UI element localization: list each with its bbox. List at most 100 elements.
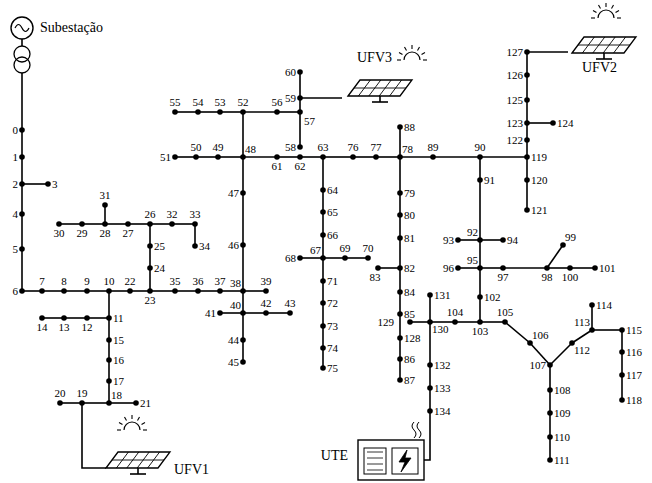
bus-number: 34 xyxy=(199,241,210,252)
bus-dot xyxy=(544,265,550,271)
feeder-line xyxy=(549,413,551,437)
bus-dot xyxy=(133,400,139,406)
feeder-line xyxy=(175,290,198,292)
bus-number: 133 xyxy=(434,383,451,394)
bus-dot xyxy=(397,124,403,130)
feeder-line xyxy=(480,239,503,241)
pv-stand xyxy=(137,468,139,474)
bus-number: 37 xyxy=(215,276,226,287)
bus-number: 125 xyxy=(507,95,524,106)
feeder-line xyxy=(549,365,551,390)
bus-dot xyxy=(240,359,246,365)
bus-dot xyxy=(19,154,25,160)
sun-ray xyxy=(405,47,407,50)
feeder-line xyxy=(503,267,547,269)
feeder-line xyxy=(322,157,324,190)
exhaust-icon xyxy=(412,422,421,438)
bus-number: 128 xyxy=(404,333,421,344)
bus-number: 8 xyxy=(61,276,67,287)
bus-dot xyxy=(106,357,112,363)
feeder-line xyxy=(175,156,196,158)
bus-number: 67 xyxy=(310,245,321,256)
sun-icon xyxy=(124,422,140,430)
bus-number: 52 xyxy=(238,97,249,108)
bus-number: 91 xyxy=(484,175,495,186)
bus-dot xyxy=(500,265,506,271)
bus-number: 24 xyxy=(154,263,165,274)
sun-ray xyxy=(411,45,412,49)
bus-dot xyxy=(19,246,25,252)
bus-dot xyxy=(106,315,112,321)
feeder-line xyxy=(220,111,243,113)
feeder-line xyxy=(21,130,23,157)
bus-number: 9 xyxy=(84,276,90,287)
bus-dot xyxy=(217,109,223,115)
feeder-line xyxy=(300,257,323,259)
feeder-line xyxy=(82,402,109,404)
bus-number: 134 xyxy=(434,406,451,417)
bus-number: 63 xyxy=(318,142,329,153)
bus-number: 55 xyxy=(170,97,181,108)
bus-number: 70 xyxy=(363,243,374,254)
feeder-line xyxy=(322,258,324,281)
feeder-line xyxy=(526,157,528,180)
bus-dot xyxy=(397,377,403,383)
bus-dot xyxy=(19,288,25,294)
feeder-line xyxy=(220,290,243,292)
feeder-line xyxy=(621,375,623,400)
pv-cell xyxy=(578,45,630,46)
feeder-line xyxy=(547,267,570,269)
bus-dot xyxy=(192,221,198,227)
sun-ray xyxy=(138,417,140,420)
bus-number: 126 xyxy=(507,70,524,81)
sun-icon xyxy=(598,10,614,18)
bus-number: 100 xyxy=(562,272,579,283)
feeder-line xyxy=(399,215,401,238)
feeder-line xyxy=(526,75,528,100)
bus-dot xyxy=(102,221,108,227)
bus-number: 97 xyxy=(498,272,509,283)
bus-number: 107 xyxy=(530,360,547,371)
bus-number: 94 xyxy=(507,235,518,246)
bus-number: 102 xyxy=(484,292,501,303)
bus-number: 41 xyxy=(205,308,216,319)
bus-number: 99 xyxy=(565,232,576,243)
sun-ray xyxy=(617,17,621,18)
bus-number: 132 xyxy=(434,360,451,371)
feeder-line xyxy=(322,212,324,235)
bus-number: 75 xyxy=(327,363,338,374)
bus-number: 22 xyxy=(125,276,136,287)
feeder-line xyxy=(505,322,530,343)
bus-dot xyxy=(524,207,530,213)
bus-dot xyxy=(274,154,280,160)
substation-wire xyxy=(21,39,23,46)
bus-dot xyxy=(524,177,530,183)
bus-dot xyxy=(147,288,153,294)
feeder-line xyxy=(299,72,301,98)
bus-number: 21 xyxy=(140,398,151,409)
bus-number: 2 xyxy=(13,179,19,190)
feeder-line xyxy=(60,402,82,404)
feeder-line xyxy=(21,249,23,291)
pv-stand xyxy=(596,58,612,60)
generator-vent xyxy=(367,452,383,453)
bus-number: 49 xyxy=(213,142,224,153)
feeder-line xyxy=(243,312,266,314)
bus-number: 3 xyxy=(52,179,58,190)
bus-dot xyxy=(619,349,625,355)
bus-number: 12 xyxy=(82,322,93,333)
bus-number: 111 xyxy=(554,455,570,466)
feeder-line xyxy=(322,235,324,258)
feeder-line xyxy=(87,290,109,292)
feeder-line xyxy=(353,156,376,158)
bus-dot xyxy=(125,221,131,227)
bus-number: 83 xyxy=(370,272,381,283)
source-wave xyxy=(15,25,29,32)
feeder-line xyxy=(150,290,175,292)
bus-dot xyxy=(297,109,303,115)
bus-number: 117 xyxy=(626,370,642,381)
bus-dot xyxy=(106,378,112,384)
bus-number: 79 xyxy=(404,188,415,199)
bus-number: 66 xyxy=(327,230,338,241)
bus-number: 7 xyxy=(39,276,45,287)
